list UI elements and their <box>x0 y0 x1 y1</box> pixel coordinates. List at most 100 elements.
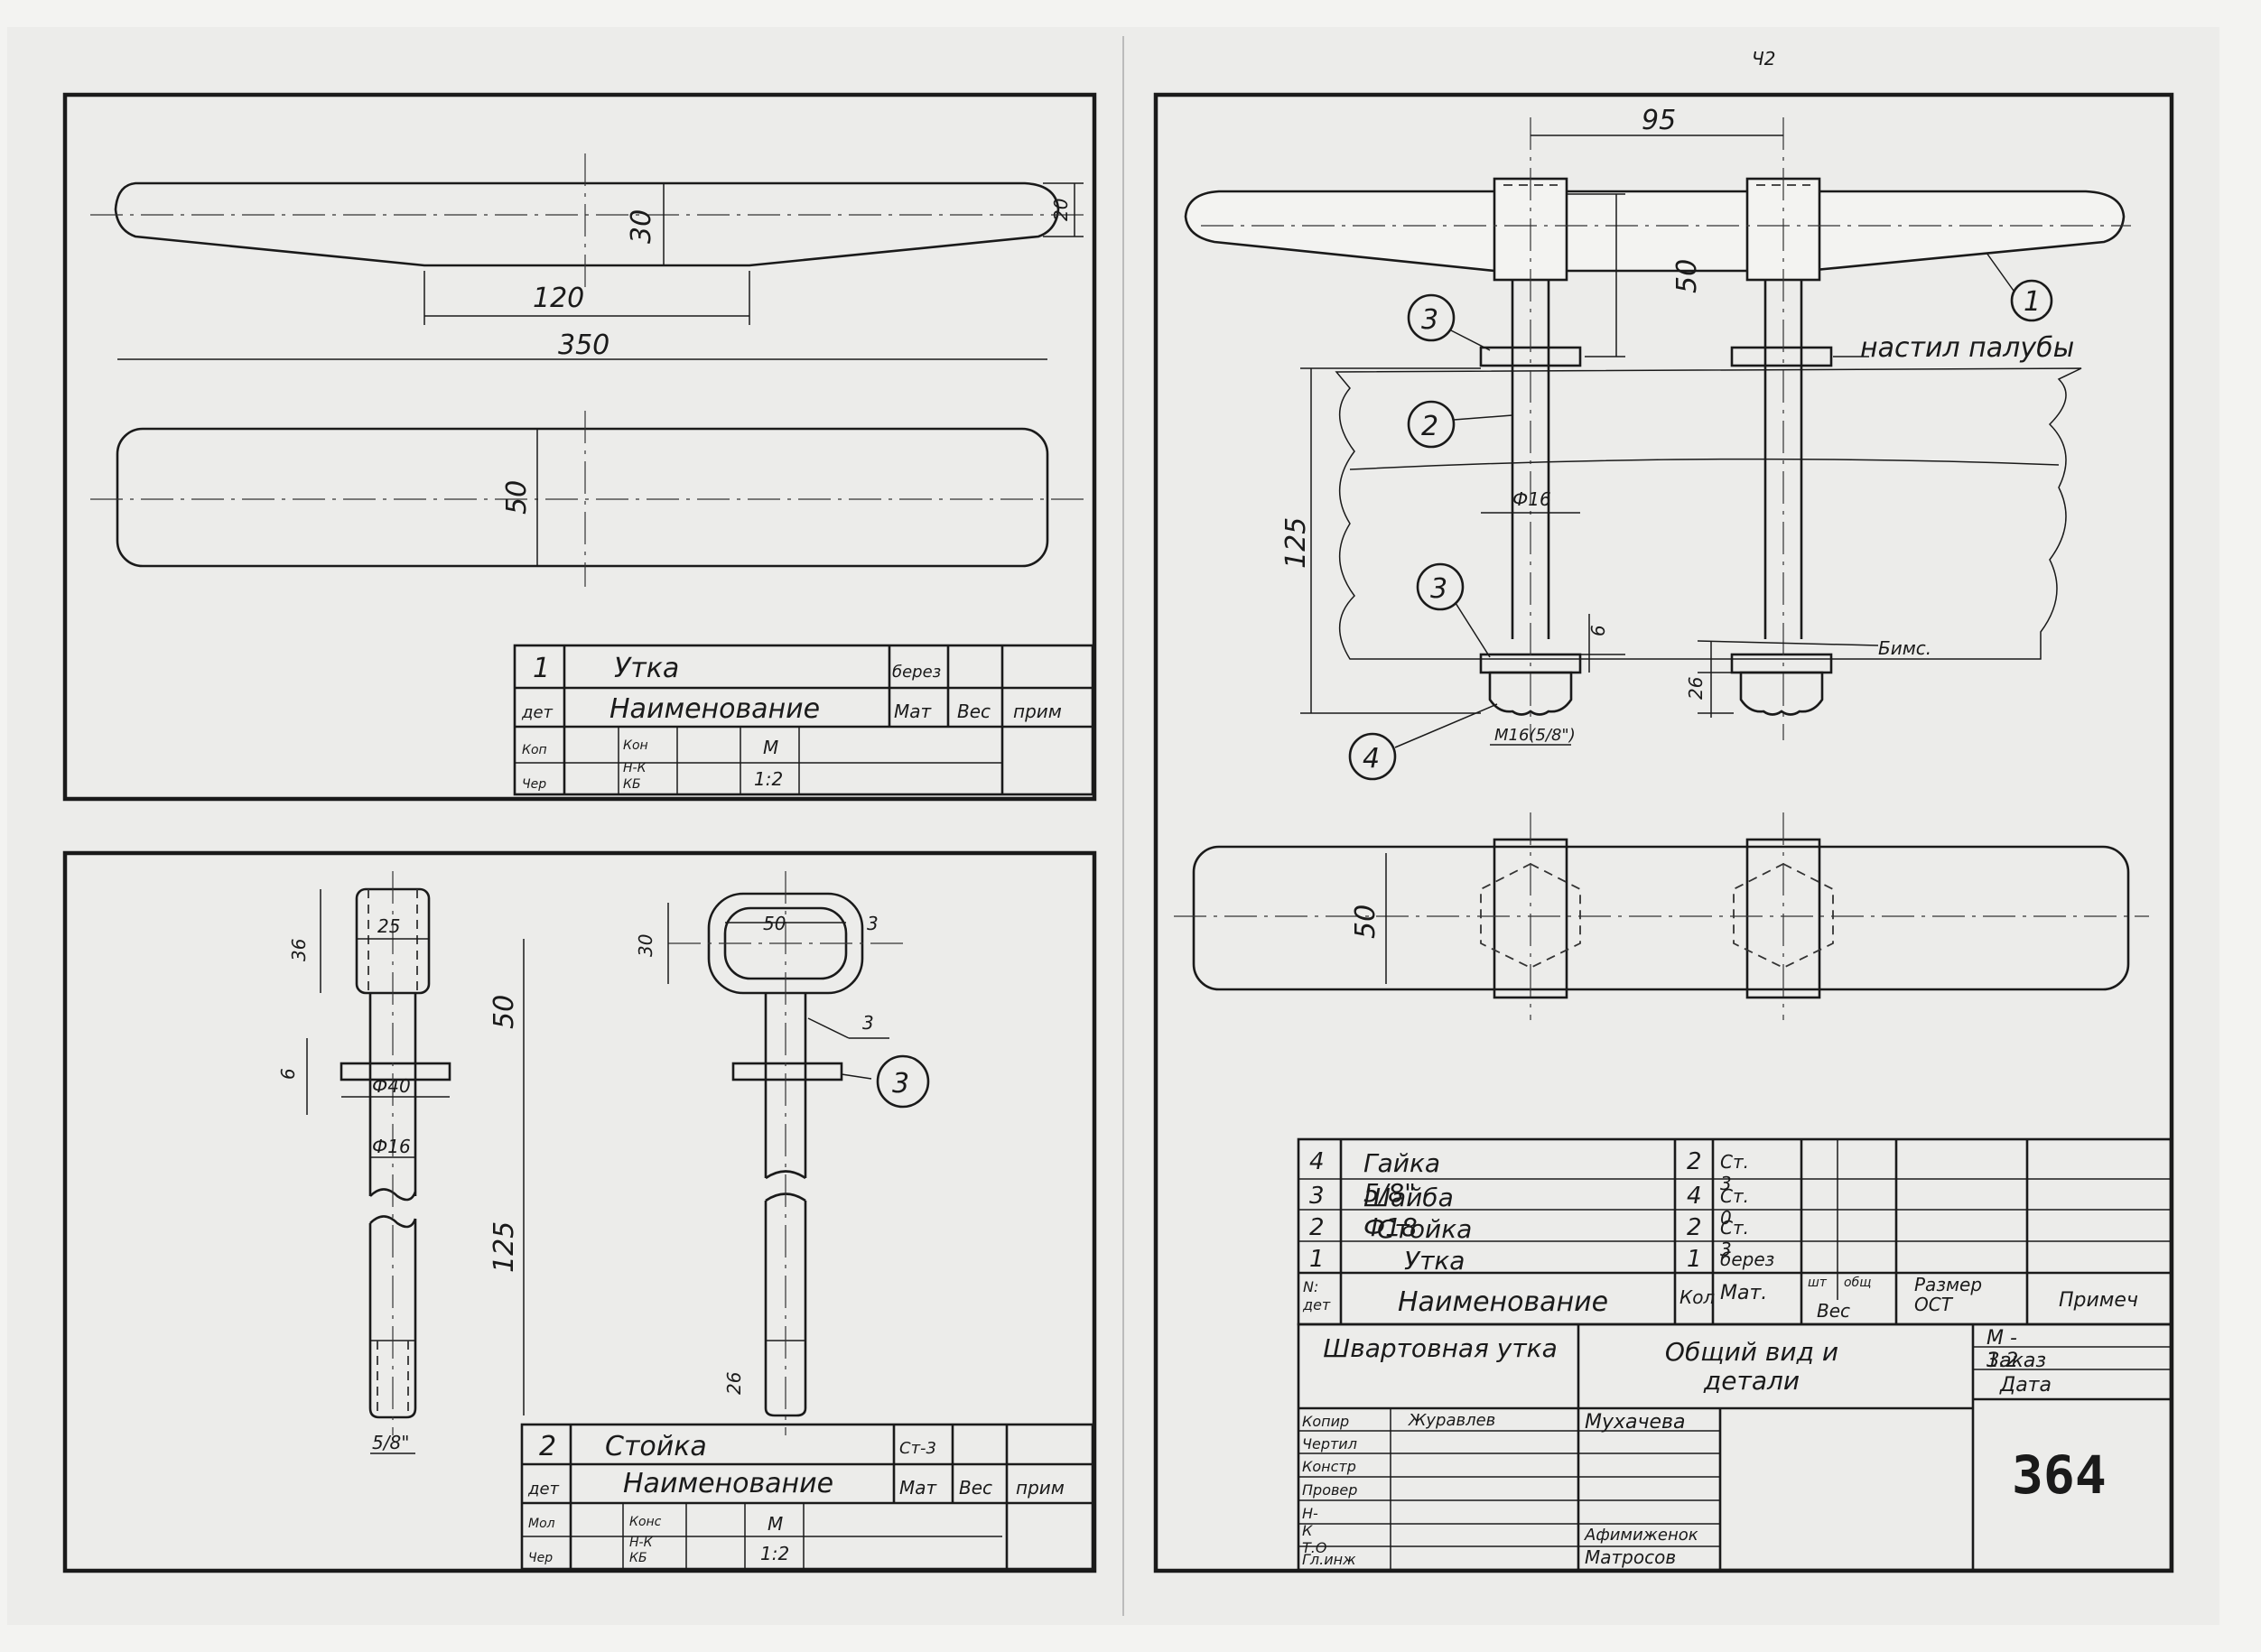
product-title: Швартовная утка <box>1323 1333 1558 1363</box>
balloon-3-detail2 <box>876 1054 930 1109</box>
dim-36: 36 <box>288 939 310 961</box>
dim-125-assembly: 125 <box>1280 517 1312 569</box>
parts-row-qty: 4 <box>1687 1183 1702 1210</box>
dim-f40: Ф40 <box>372 1075 411 1097</box>
parts-header-no: N: дет <box>1303 1278 1331 1313</box>
balloon-4-label: 4 <box>1363 743 1380 775</box>
detail2-title-block: 2 Стойка Ст-3 дет Наименование Мат Вес п… <box>520 1423 1094 1571</box>
balloon-3a-label: 3 <box>1421 304 1438 336</box>
post2-rod-upper <box>764 993 807 1178</box>
dim-125-post: 125 <box>488 1221 520 1273</box>
frame-detail2 <box>62 850 1097 1573</box>
dim-95: 95 <box>1642 105 1676 136</box>
tb1-r1a: Коп <box>522 743 547 757</box>
parts-row-mat: Ст. 3 <box>1720 1217 1749 1260</box>
tb2-h-name: Наименование <box>623 1468 833 1499</box>
tb2-h-mat: Мат <box>899 1477 938 1499</box>
tb1-pos: 1 <box>533 653 550 684</box>
sheet-top-mark: Ч2 <box>1752 48 1775 70</box>
nut-right <box>1739 671 1824 716</box>
dim-26-assembly: 26 <box>1685 677 1707 700</box>
assembly-elevation: 95 50 125 Ф16 6 26 М16(5/8") настил палу… <box>1184 105 2131 781</box>
nut-left <box>1488 671 1573 716</box>
duck-plan <box>116 427 1049 568</box>
tb2-name: Стойка <box>605 1431 707 1462</box>
view-title: Общий вид и детали <box>1664 1337 1839 1396</box>
parts-header-size: Размер ОСТ <box>1914 1274 1983 1315</box>
dim-350: 350 <box>558 329 609 361</box>
parts-row: 3 <box>1309 1183 1325 1210</box>
post2-rod-lower <box>764 1201 807 1417</box>
weld-mark: 3 <box>862 1012 874 1034</box>
dim-50-plan: 50 <box>1350 905 1382 939</box>
tb1-material: берез <box>892 663 941 682</box>
washer-top-right <box>1730 346 1833 367</box>
post-break-bottom <box>369 1215 417 1229</box>
dim-30: 30 <box>626 209 657 244</box>
parts-header-weight-unit: шт <box>1808 1276 1827 1290</box>
balloon-3-detail2-label: 3 <box>892 1068 909 1100</box>
tb2-r2c: КБ <box>629 1551 647 1565</box>
balloon-3a <box>1407 293 1456 342</box>
parts-header-weight: Вес <box>1817 1300 1851 1322</box>
parts-row: 1 <box>1309 1246 1325 1273</box>
dim-20: 20 <box>1050 199 1072 221</box>
parts-row-name: Утка <box>1404 1246 1465 1276</box>
main-scale: М - 1:2 <box>1987 1327 2019 1372</box>
label-deck: настил палубы <box>1860 332 2074 364</box>
tb2-h-note: прим <box>1016 1477 1065 1499</box>
tb2-material: Ст-3 <box>899 1439 936 1458</box>
tb1-scale-label: М <box>763 737 778 758</box>
tb2-outline <box>520 1423 1094 1571</box>
duck-elevation <box>114 181 1060 267</box>
tb1-scale: 1:2 <box>754 768 783 790</box>
tb1-h-pos: дет <box>521 703 554 722</box>
dim-30-ring: 30 <box>635 934 656 957</box>
tb1-name: Утка <box>614 653 679 684</box>
dim-25: 25 <box>377 915 400 937</box>
tb2-r1b: Конс <box>629 1515 662 1529</box>
dim-f16-assembly: Ф16 <box>1512 488 1551 510</box>
tb2-scale-label: М <box>768 1513 783 1535</box>
balloon-4 <box>1348 732 1397 781</box>
post-washer <box>340 1062 451 1081</box>
role-nko: Н-К Т.О <box>1302 1505 1327 1556</box>
parts-row: 4 <box>1309 1148 1325 1175</box>
dim-3-ring: 3 <box>867 913 879 934</box>
balloon-3b <box>1416 562 1465 611</box>
tb1-r2a: Чер <box>522 777 546 792</box>
parts-header-weight-total: общ <box>1844 1276 1872 1290</box>
sheet-number: 364 <box>2012 1444 2107 1506</box>
parts-header-note: Примеч <box>2059 1289 2138 1312</box>
dim-50: 50 <box>501 480 533 515</box>
balloon-2-label: 2 <box>1421 411 1438 442</box>
parts-row-mat: берез <box>1720 1248 1775 1270</box>
tb1-h-mat: Мат <box>894 701 933 722</box>
dim-50-assembly: 50 <box>1671 259 1703 293</box>
dim-thread-assembly: М16(5/8") <box>1494 726 1576 745</box>
tb1-h-note: прим <box>1013 701 1062 722</box>
paper-sheet <box>7 27 2219 1625</box>
balloon-1-label: 1 <box>2024 286 2041 318</box>
rod-left <box>1511 280 1550 639</box>
post-break-top <box>369 1188 417 1202</box>
role-copier: Копир <box>1302 1413 1350 1430</box>
tb1-h-name: Наименование <box>609 693 820 725</box>
name-nko: Афимиженок <box>1585 1526 1698 1545</box>
parts-row-name: Стойка <box>1377 1214 1473 1244</box>
detail2-drawing: 36 25 6 Ф40 Ф16 50 125 26 5/8" 30 50 3 3… <box>277 871 930 1454</box>
rod-right <box>1763 280 1803 639</box>
role-chief: Гл.инж <box>1302 1551 1356 1568</box>
tb1-r1b: Кон <box>623 738 648 753</box>
role-checked: Провер <box>1302 1481 1358 1499</box>
name-chief: Матросов <box>1585 1546 1677 1568</box>
tb2-r2b: Н-К <box>629 1536 654 1550</box>
label-beam: Бимс. <box>1878 637 1931 659</box>
parts-row: 2 <box>1309 1214 1325 1241</box>
tb1-h-weight: Вес <box>957 701 991 722</box>
dim-6: 6 <box>277 1068 299 1080</box>
frame-detail1 <box>62 92 1097 802</box>
main-title-block <box>1297 1323 2173 1572</box>
parts-row-name: Гайка 5/8" <box>1363 1148 1441 1208</box>
